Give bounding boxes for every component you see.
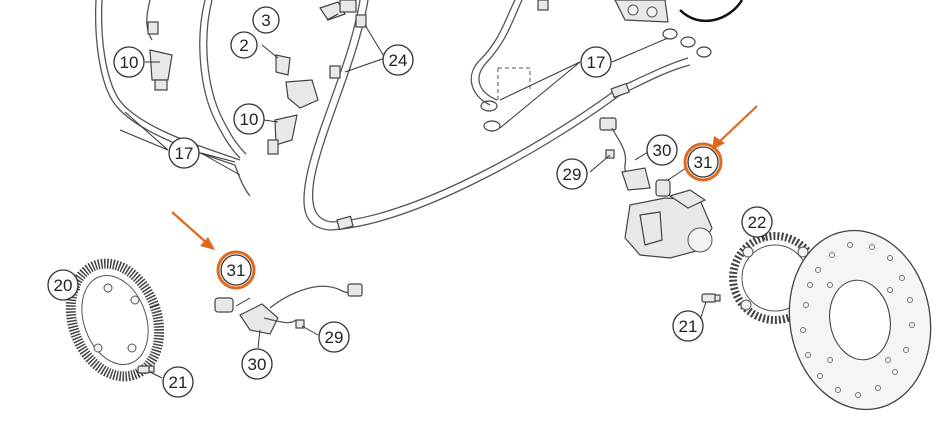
front-brake-hoses bbox=[95, 0, 251, 197]
abs-sensor-ring-front bbox=[65, 258, 165, 382]
master-cylinder-fittings bbox=[614, 0, 744, 58]
callout-31-right-highlighted: 31 bbox=[683, 142, 723, 182]
callout-17-right: 17 bbox=[580, 46, 612, 78]
callout-30-right: 30 bbox=[646, 134, 678, 166]
banjo-bolts bbox=[147, 0, 367, 155]
svg-text:10: 10 bbox=[120, 53, 139, 72]
callout-20: 20 bbox=[47, 269, 79, 301]
svg-text:24: 24 bbox=[389, 51, 408, 70]
svg-text:3: 3 bbox=[261, 11, 270, 30]
highlight-arrow-left bbox=[171, 211, 215, 250]
rear-brake-line bbox=[470, 0, 549, 132]
svg-text:31: 31 bbox=[694, 153, 713, 172]
front-wheel-speed-sensor bbox=[214, 283, 363, 335]
svg-text:2: 2 bbox=[239, 36, 248, 55]
svg-text:21: 21 bbox=[169, 373, 188, 392]
disc-bolt-left bbox=[137, 365, 155, 374]
svg-text:17: 17 bbox=[587, 53, 606, 72]
callout-30-left: 30 bbox=[241, 348, 273, 380]
svg-text:29: 29 bbox=[563, 165, 582, 184]
svg-text:22: 22 bbox=[748, 213, 767, 232]
callout-22: 22 bbox=[741, 206, 773, 238]
svg-text:21: 21 bbox=[679, 317, 698, 336]
svg-text:30: 30 bbox=[653, 141, 672, 160]
svg-text:17: 17 bbox=[175, 144, 194, 163]
callout-21-left: 21 bbox=[162, 366, 194, 398]
svg-text:29: 29 bbox=[325, 328, 344, 347]
callout-2: 2 bbox=[230, 31, 258, 59]
callout-29-right: 29 bbox=[556, 158, 588, 190]
callout-29-left: 29 bbox=[318, 321, 350, 353]
callout-3: 3 bbox=[252, 6, 280, 34]
rear-brake-disc bbox=[788, 229, 932, 411]
svg-text:10: 10 bbox=[240, 110, 259, 129]
callout-10-lower: 10 bbox=[233, 103, 265, 135]
svg-text:20: 20 bbox=[54, 276, 73, 295]
disc-bolt-right bbox=[701, 293, 721, 303]
svg-text:31: 31 bbox=[227, 261, 246, 280]
svg-text:30: 30 bbox=[248, 355, 267, 374]
rear-wheel-speed-sensor bbox=[599, 117, 671, 197]
callout-31-left-highlighted: 31 bbox=[216, 250, 256, 290]
highlight-arrow-right bbox=[712, 105, 758, 150]
callout-24: 24 bbox=[382, 44, 414, 76]
callout-10-upper: 10 bbox=[113, 46, 145, 78]
callout-17-left: 17 bbox=[168, 137, 200, 169]
rear-brake-caliper bbox=[624, 189, 713, 259]
main-brake-hose bbox=[303, 0, 691, 231]
callout-21-right: 21 bbox=[672, 310, 704, 342]
